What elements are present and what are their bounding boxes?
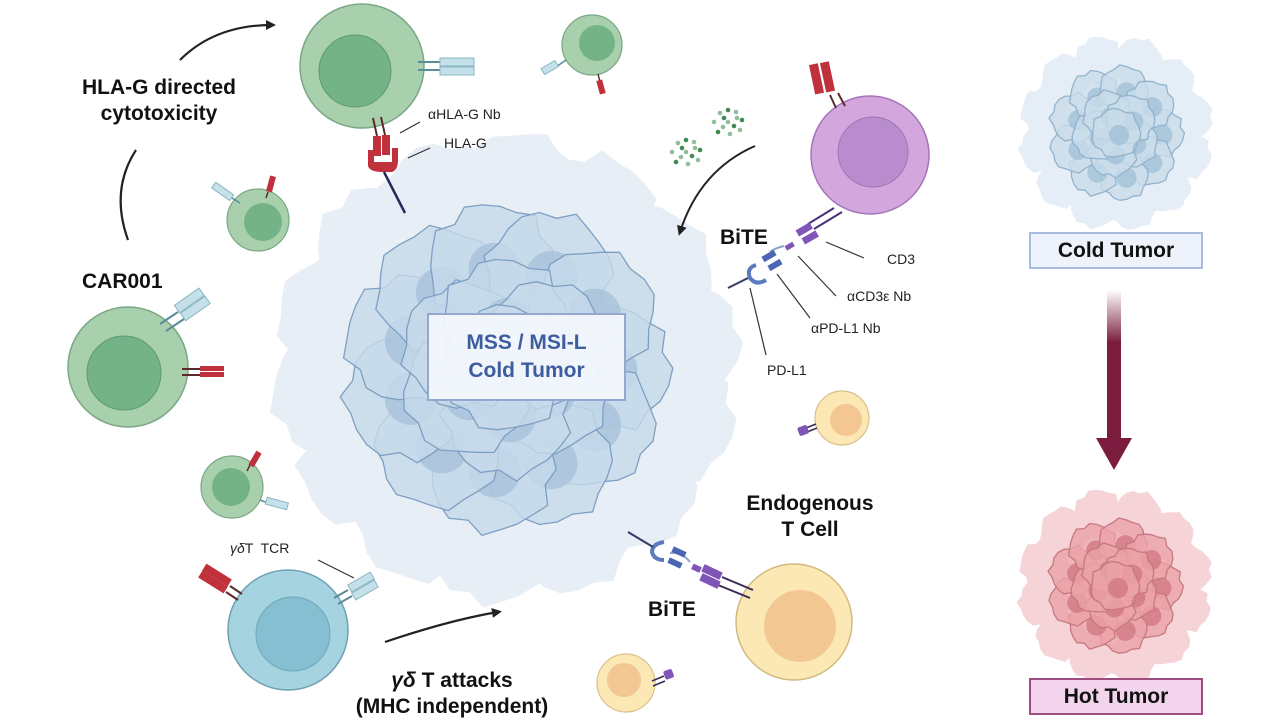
bite-label-bottom: BiTE xyxy=(648,598,696,621)
cold-tumor-illustration xyxy=(1017,36,1213,230)
curved-arrow-icon xyxy=(119,149,137,241)
car-receptor-icon xyxy=(418,57,475,76)
cytokine-dot xyxy=(697,147,703,153)
cytokine-cluster-icon xyxy=(669,137,703,167)
bite-construct-top xyxy=(727,222,819,289)
curved-arrow-icon xyxy=(179,20,276,61)
hla-g-directed-line1: HLA-G directed xyxy=(81,76,236,99)
curved-arrow-icon xyxy=(677,145,756,236)
cd3-label: CD3 xyxy=(887,251,916,267)
car001-cell xyxy=(67,287,224,428)
cytokine-dot xyxy=(727,131,733,137)
car-t-cell-large xyxy=(299,3,475,214)
endogenous-t-cell xyxy=(717,563,853,681)
cytokine-dot xyxy=(695,157,701,163)
cytokine-dot xyxy=(685,161,691,167)
endogenous-line2: T Cell xyxy=(781,518,839,541)
cytokine-dot xyxy=(678,154,684,160)
cytokine-dot xyxy=(734,115,740,121)
cytokine-dot xyxy=(720,124,726,130)
tumor-nucleus xyxy=(1108,124,1130,146)
cold-tumor-box: Cold Tumor xyxy=(1029,232,1203,269)
cytokine-dot xyxy=(737,127,743,133)
gd-t-attacks-label: γδ T attacks (MHC independent) xyxy=(342,668,562,720)
car-t-cell-small xyxy=(540,14,623,95)
main-box-line2: Cold Tumor xyxy=(468,359,585,382)
main-box-line1: MSS / MSI-L xyxy=(466,331,587,354)
cytokine-dot xyxy=(725,107,731,113)
hot-tumor-box: Hot Tumor xyxy=(1029,678,1203,715)
gamma-delta-t-cell xyxy=(198,563,379,691)
hla-g-receptor-icon xyxy=(368,148,398,172)
gd-attacks-line1: γδ T attacks xyxy=(342,668,562,694)
car-t-cell-small xyxy=(200,450,290,519)
cytokine-dot xyxy=(733,109,739,115)
cytokine-dot xyxy=(731,123,737,129)
cytokine-dot xyxy=(679,145,685,151)
cytokine-dot xyxy=(717,110,723,116)
cytokine-dot xyxy=(715,129,721,135)
car-t-cell-small xyxy=(210,175,290,252)
cytokine-dot xyxy=(669,149,675,155)
apdl1-nb-label: αPD-L1 Nb xyxy=(811,320,881,336)
cytokine-dot xyxy=(675,140,681,146)
mss-msi-l-cold-tumor-box: MSS / MSI-L Cold Tumor xyxy=(427,313,626,401)
bite-construct-bottom xyxy=(627,531,723,589)
hot-tumor-illustration xyxy=(1016,489,1212,683)
gd-t-tcr-label: γδT TCR xyxy=(230,540,289,556)
endogenous-line1: Endogenous xyxy=(746,492,874,515)
hla-g-nanobody-icon xyxy=(372,116,390,156)
tumor-nucleus xyxy=(1107,577,1129,599)
cytokine-cluster-icon xyxy=(711,107,745,137)
gd-attacks-rest: T attacks xyxy=(415,669,513,692)
pdl1-label: PD-L1 xyxy=(767,362,807,378)
gd-attacks-greek: γδ xyxy=(391,669,416,692)
hla-g-label: HLA-G xyxy=(444,135,487,151)
cytokine-dot xyxy=(673,159,679,165)
cytokine-dot xyxy=(721,115,727,121)
bite-label-top: BiTE xyxy=(720,226,768,249)
cytokine-dot xyxy=(739,117,745,123)
curved-arrow-icon xyxy=(384,608,502,644)
endogenous-t-cell-small xyxy=(596,653,674,713)
cytokine-dot xyxy=(692,145,698,151)
hla-g-directed-line2: cytotoxicity xyxy=(100,102,218,125)
gd-tcr-rest: T TCR xyxy=(244,540,290,556)
ahla-g-nb-label: αHLA-G Nb xyxy=(428,106,501,122)
endogenous-t-cell-label: Endogenous T Cell xyxy=(730,491,890,543)
cytokine-dot xyxy=(689,153,695,159)
gd-attacks-line2: (MHC independent) xyxy=(355,695,549,718)
gd-tcr-greek: γδ xyxy=(230,540,245,556)
acd3e-nb-label: αCD3ε Nb xyxy=(847,288,912,304)
t-cell-purple xyxy=(807,61,930,230)
cytokine-dot xyxy=(683,137,689,143)
cytokine-dot xyxy=(691,139,697,145)
endogenous-t-cell-small xyxy=(797,390,870,446)
cytokine-dot xyxy=(683,149,689,155)
hla-g-directed-cytotoxicity-label: HLA-G directed cytotoxicity xyxy=(64,75,254,127)
car001-label: CAR001 xyxy=(82,270,163,293)
cytokine-dot xyxy=(711,119,717,125)
cytokine-dot xyxy=(725,119,731,125)
cold-to-hot-arrow-icon xyxy=(1096,290,1132,470)
